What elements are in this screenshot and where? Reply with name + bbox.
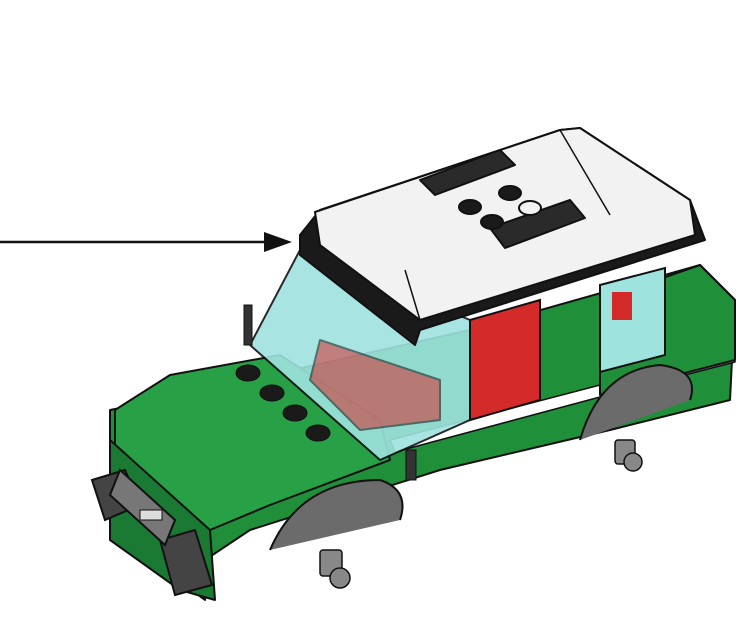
axles (319, 439, 643, 589)
wheel-arches (269, 363, 693, 551)
roof (299, 127, 706, 346)
antenna (243, 304, 417, 481)
callout-arrow (0, 232, 292, 252)
hood-studs (235, 364, 331, 442)
front-bumper (90, 468, 214, 597)
side-windows (469, 266, 666, 422)
roof-grille (419, 149, 586, 249)
roof-studs (458, 185, 542, 230)
